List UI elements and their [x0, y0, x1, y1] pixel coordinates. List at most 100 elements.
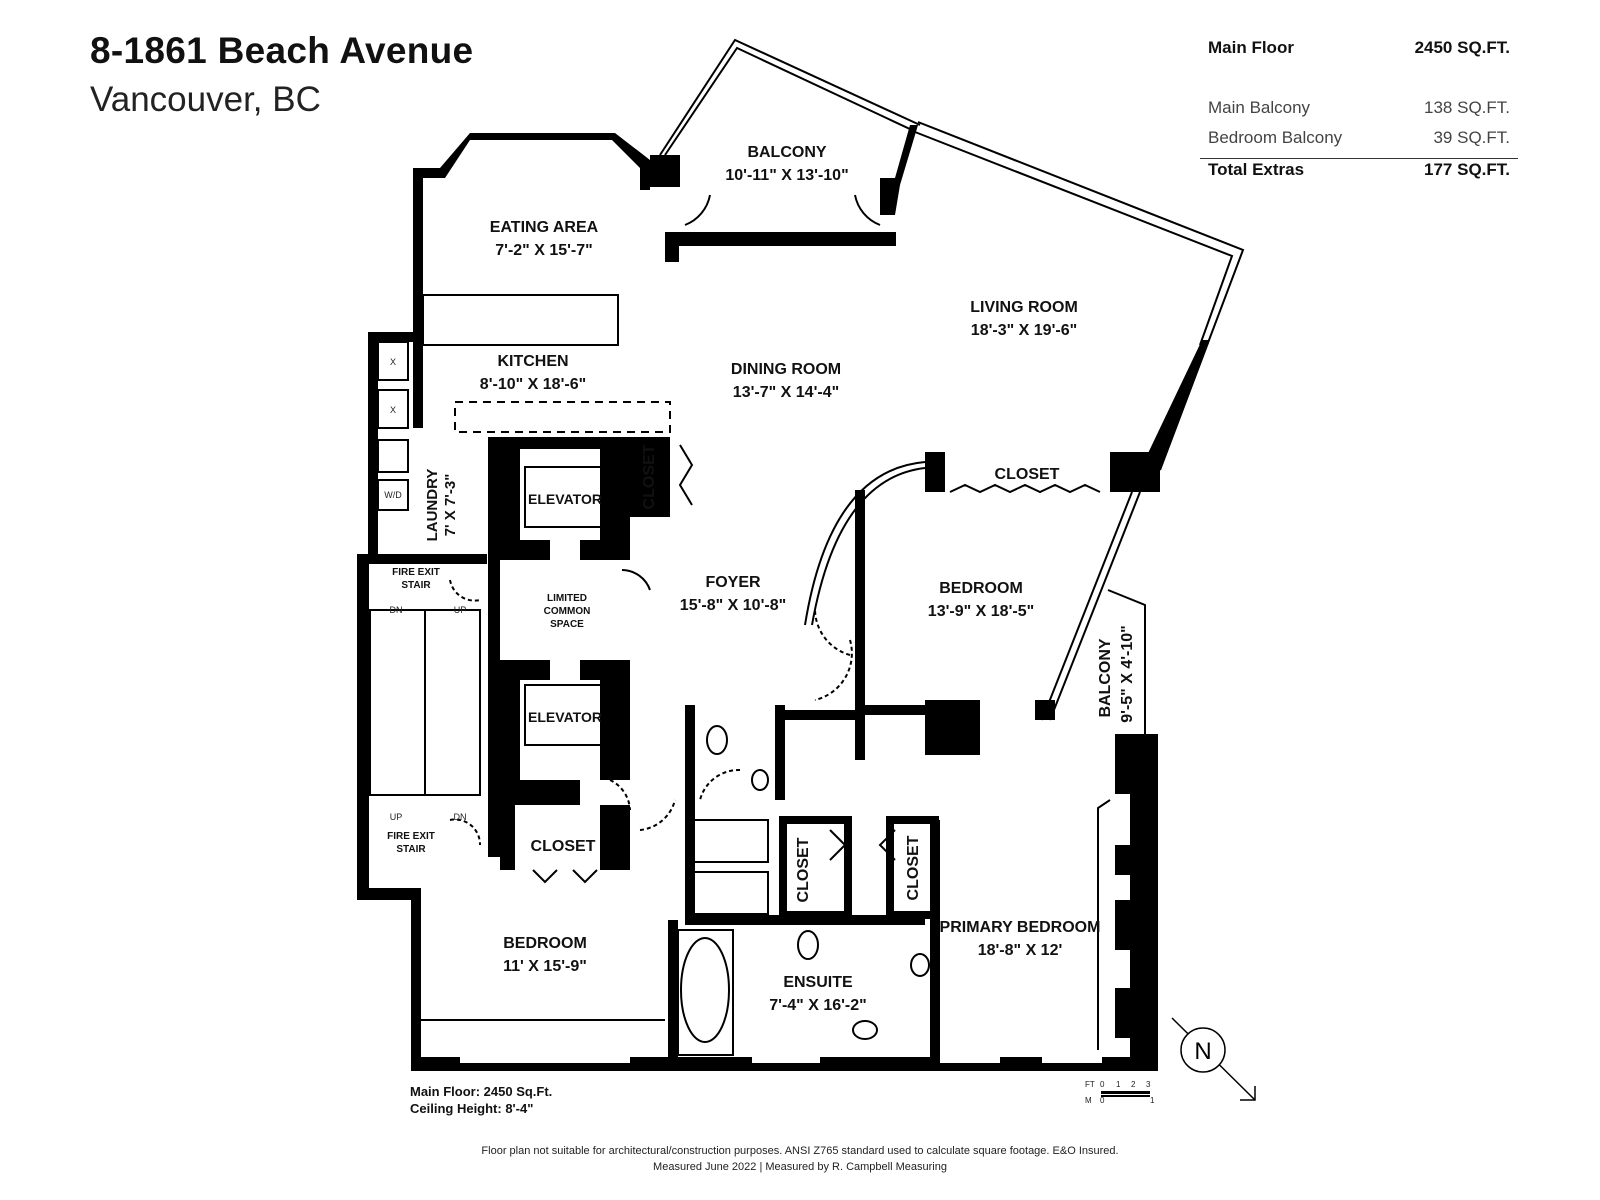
- wall: [925, 700, 980, 755]
- area-value: 2450 SQ.FT.: [1414, 38, 1510, 57]
- room-name: ELEVATOR: [528, 709, 602, 725]
- ceiling-height-note: Ceiling Height: 8'-4": [410, 1101, 534, 1116]
- scale-bar-ft: [1101, 1091, 1150, 1094]
- wall: [500, 680, 520, 780]
- door-swing: [449, 818, 482, 846]
- balcony-outline: [664, 46, 913, 156]
- room-name: LAUNDRY: [424, 469, 441, 542]
- bifold-door: [949, 483, 1101, 494]
- wall: [630, 437, 670, 517]
- area-value: 39 SQ.FT.: [1433, 128, 1510, 147]
- room-name: BALCONY: [747, 144, 826, 161]
- curved-wall: [811, 467, 926, 626]
- room-dims: 13'-7" X 14'-4": [733, 384, 839, 401]
- area-value: 138 SQ.FT.: [1424, 98, 1510, 117]
- stair-label: UP: [454, 605, 467, 615]
- scale-unit: FT: [1085, 1080, 1095, 1089]
- wall: [500, 540, 550, 560]
- area-row-total-extras: Total Extras 177 SQ.FT.: [1200, 160, 1518, 190]
- measured-by-text: Measured June 2022 | Measured by R. Camp…: [653, 1161, 947, 1173]
- scale-tick: 1: [1116, 1080, 1121, 1089]
- wall: [413, 168, 423, 428]
- room-label-line: FIRE EXIT: [392, 567, 440, 578]
- appliance: [377, 439, 409, 473]
- wall: [1115, 734, 1158, 794]
- wall: [600, 805, 630, 870]
- door-swing: [449, 579, 481, 602]
- appliance-label: X: [390, 357, 396, 367]
- toilet: [797, 930, 819, 960]
- room-name: BEDROOM: [503, 935, 587, 952]
- scale-tick: 0: [1100, 1096, 1105, 1105]
- disclaimer-text: Floor plan not suitable for architectura…: [481, 1145, 1119, 1157]
- room-dims: 15'-8" X 10'-8": [680, 597, 786, 614]
- wall: [665, 232, 895, 246]
- wall: [500, 660, 550, 680]
- room-name: KITCHEN: [497, 353, 568, 370]
- wall: [500, 780, 580, 805]
- room-name: CLOSET: [905, 835, 922, 900]
- room-dims: 7'-4" X 16'-2": [769, 997, 867, 1014]
- area-label: Main Floor: [1208, 38, 1294, 57]
- room-name: CLOSET: [641, 444, 658, 509]
- room-label-line: STAIR: [401, 580, 431, 591]
- sink: [910, 953, 930, 977]
- area-value: 177 SQ.FT.: [1424, 160, 1510, 179]
- elevator-car: [524, 684, 606, 746]
- compass-letter: N: [1194, 1038, 1211, 1065]
- wall: [411, 888, 421, 1070]
- wall: [925, 452, 945, 492]
- room-label-line: FIRE EXIT: [387, 831, 435, 842]
- room-dims: 7'-2" X 15'-7": [495, 242, 593, 259]
- room-name: ELEVATOR: [528, 491, 602, 507]
- appliance-label: X: [390, 405, 396, 415]
- area-label: Total Extras: [1208, 160, 1305, 179]
- area-divider: [1200, 158, 1518, 159]
- door-swing: [854, 194, 881, 226]
- room-dims: 11' X 15'-9": [503, 958, 587, 975]
- balcony-outline: [1107, 589, 1146, 735]
- wall: [855, 705, 925, 715]
- door-swing: [621, 569, 651, 591]
- door-swing: [639, 799, 676, 831]
- wall: [1115, 988, 1158, 1038]
- thin-outlines: [369, 38, 1245, 1063]
- room-label-line: COMMON: [544, 606, 591, 617]
- room-dims: 18'-3" X 19'-6": [971, 322, 1077, 339]
- wall: [500, 437, 520, 552]
- wall: [357, 554, 369, 900]
- wall: [650, 155, 680, 187]
- window-wall: [1041, 491, 1133, 721]
- wall: [880, 232, 896, 246]
- room-name: DINING ROOM: [731, 361, 841, 378]
- disclaimer: Floor plan not suitable for architectura…: [0, 1143, 1600, 1175]
- curved-wall: [804, 461, 926, 626]
- wall: [580, 660, 630, 680]
- area-row-bedroom-balcony: Bedroom Balcony 39 SQ.FT.: [1200, 128, 1518, 158]
- wall: [1115, 900, 1158, 950]
- room-dims: 7' X 7'-3": [442, 474, 459, 537]
- compass-arrow-icon: [1240, 1086, 1256, 1101]
- shower: [692, 871, 769, 915]
- wall: [580, 540, 630, 560]
- room-dims: 13'-9" X 18'-5": [928, 603, 1034, 620]
- wall: [1140, 340, 1210, 470]
- bifold-door: [829, 829, 847, 861]
- wall-line: [1097, 799, 1111, 1050]
- door-swing: [814, 609, 851, 656]
- appliance: [377, 479, 409, 511]
- scale-tick: 1: [1150, 1096, 1155, 1105]
- wall: [779, 816, 852, 919]
- wall: [357, 888, 412, 900]
- toilet: [706, 725, 728, 755]
- room-name: ENSUITE: [783, 974, 853, 991]
- scale-tick: 3: [1146, 1080, 1151, 1089]
- bifold-door: [678, 444, 694, 506]
- room-label-line: STAIR: [396, 844, 426, 855]
- wall: [488, 437, 500, 857]
- window-wall: [917, 121, 1245, 471]
- stair-label: DN: [454, 812, 467, 822]
- bifold-door: [532, 869, 558, 884]
- kitchen-counter: [422, 294, 619, 346]
- bathtub: [680, 937, 730, 1043]
